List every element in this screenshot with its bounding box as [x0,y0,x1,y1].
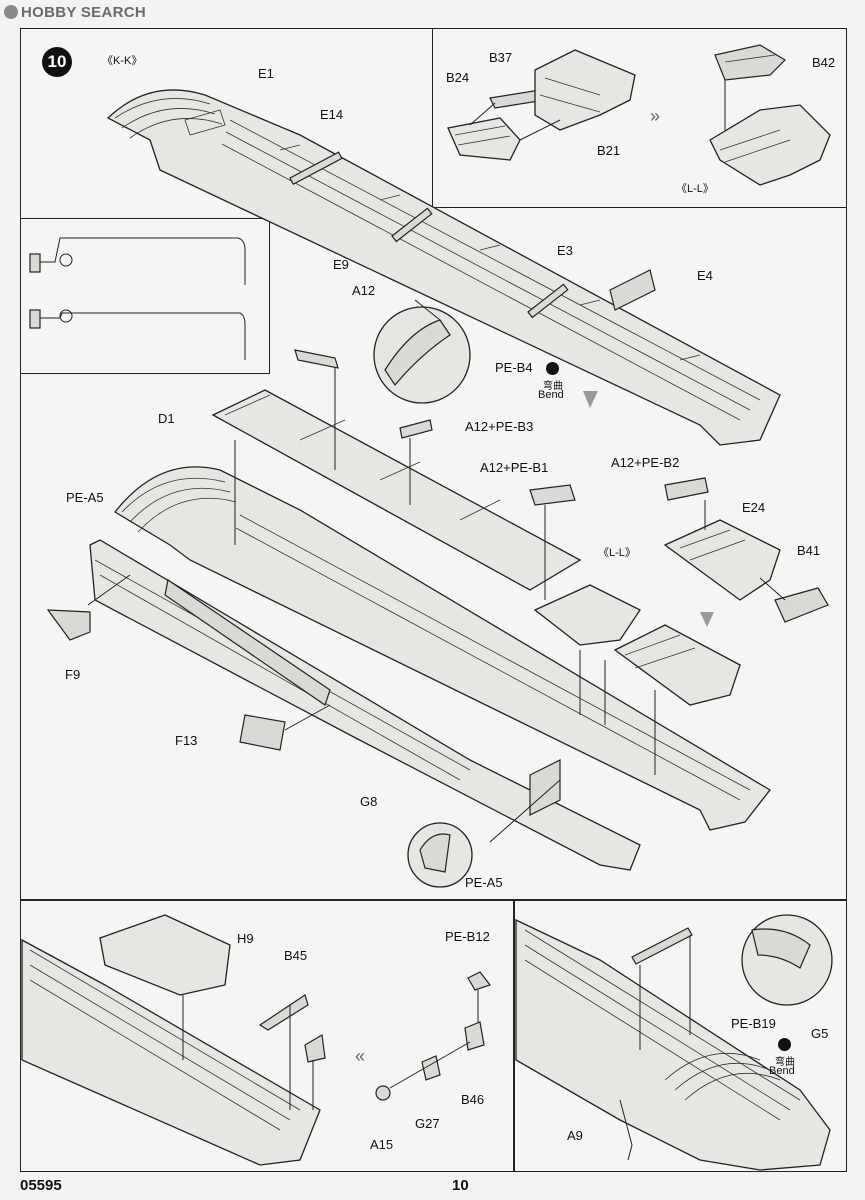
label-b24: B24 [446,70,470,85]
label-b46: B46 [461,1092,485,1107]
label-a12-pe-b2: A12+PE-B2 [611,455,680,470]
label-e9: E9 [333,257,349,272]
label-b21: B21 [597,143,621,158]
label-f13: F13 [175,733,198,748]
label-h9: H9 [237,931,254,946]
label-pe-b12: PE-B12 [445,929,490,944]
bend-icon-bottom [778,1038,791,1051]
watermark: HOBBY SEARCH [4,4,146,21]
label-a12-pe-b3: A12+PE-B3 [465,419,534,434]
label-g27: G27 [415,1116,440,1131]
bend-note-bottom-en: Bend [769,1065,795,1077]
view-label-ll-mid: 《L-L》 [598,547,636,559]
wire-detail-frame [20,218,270,374]
step-number-badge: 10 [42,47,72,77]
bend-icon-top [546,362,559,375]
page-number: 10 [452,1177,469,1194]
label-a12-pe-b1: A12+PE-B1 [480,460,549,475]
label-pe-a5-bottom: PE-A5 [465,875,503,890]
label-g5: G5 [811,1026,829,1041]
label-a9: A9 [567,1128,583,1143]
catalog-number: 05595 [20,1177,62,1194]
label-g8: G8 [360,794,378,809]
upper-deck-e1 [106,89,781,446]
label-e14: E14 [320,107,344,122]
label-f9: F9 [65,667,81,682]
label-e24: E24 [742,500,766,515]
bend-note-top-en: Bend [538,389,564,401]
wire-detail-drawing [29,237,246,360]
label-b42: B42 [812,55,836,70]
label-e1: E1 [258,66,274,81]
label-b37: B37 [489,50,513,65]
label-e3: E3 [557,243,573,258]
bend-note-top-cn: 弯曲 [543,381,563,392]
view-label-ll-top: 《L-L》 [676,183,714,195]
bend-note-bottom-cn: 弯曲 [775,1057,795,1068]
svg-text:«: « [355,1046,365,1066]
label-d1: D1 [158,411,175,426]
label-pe-b19: PE-B19 [731,1016,776,1031]
view-label-kk: 《K-K》 [102,55,143,67]
label-a15: A15 [370,1137,394,1152]
bottom-left-drawing: « [21,914,491,1166]
label-b45: B45 [284,948,308,963]
label-a12: A12 [352,283,376,298]
label-pe-b4: PE-B4 [495,360,533,375]
bottom-right-drawing [515,914,833,1171]
middle-assembly [46,349,829,888]
ll-subassembly-drawing: » [447,44,831,186]
hobby-search-logo-icon [4,5,18,19]
svg-text:»: » [650,106,660,126]
label-b41: B41 [797,543,821,558]
pe-b4-detail [373,299,598,408]
label-pe-a5-top: PE-A5 [66,490,104,505]
label-e4: E4 [697,268,713,283]
